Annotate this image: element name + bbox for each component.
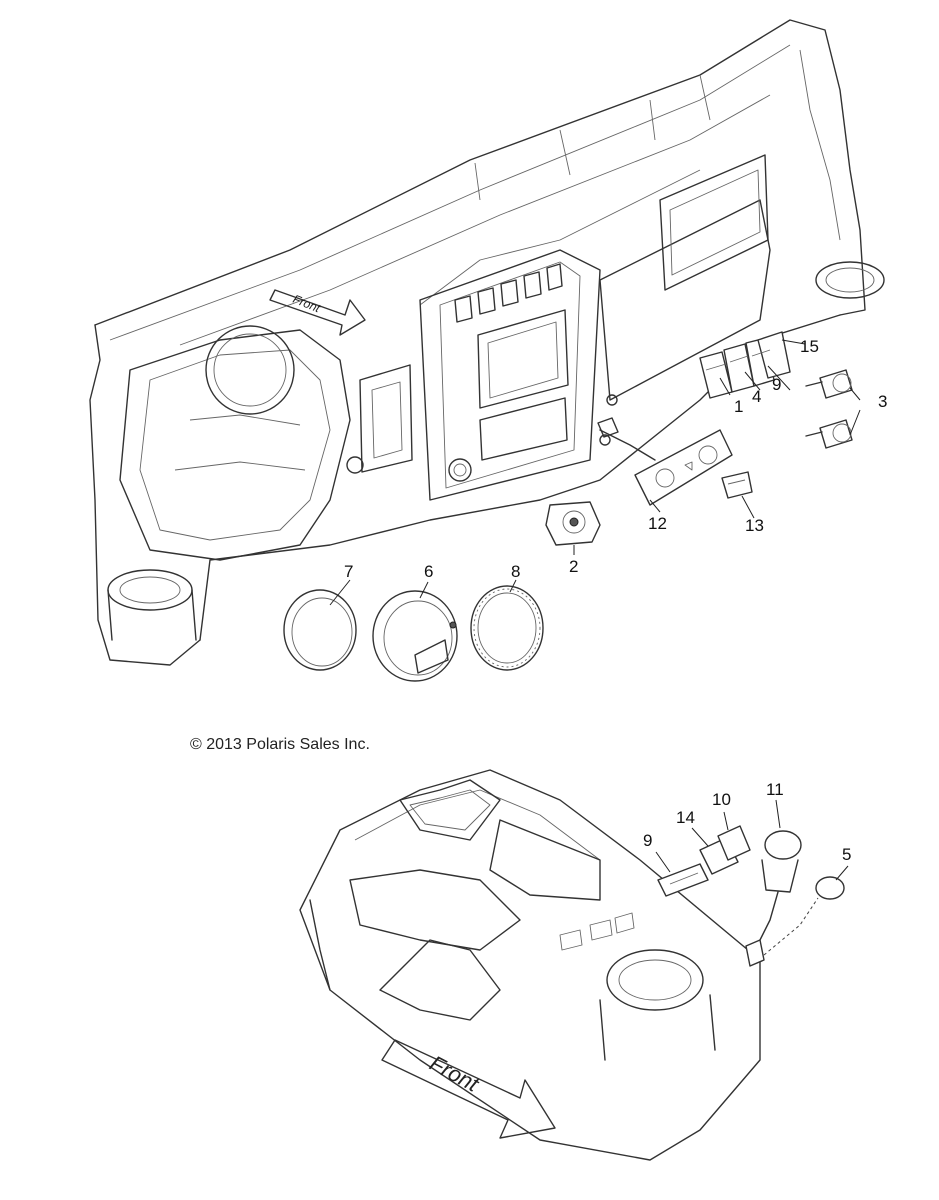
assembly-dashed-line — [763, 897, 819, 956]
callout-10: 10 — [712, 790, 731, 809]
callout-3: 3 — [878, 392, 887, 411]
part-7-bezel-ring — [283, 589, 357, 671]
callout-5: 5 — [842, 845, 851, 864]
callout-7: 7 — [344, 562, 353, 581]
front-label-upper: Front — [291, 292, 323, 316]
part-5-cap — [815, 876, 845, 900]
part-2-power-socket — [545, 501, 601, 546]
leader-lines-lower — [655, 799, 849, 881]
callout-15: 15 — [800, 337, 819, 356]
callout-6: 6 — [424, 562, 433, 581]
part-13-switch — [721, 471, 753, 499]
callout-11: 11 — [766, 780, 784, 799]
part-9-switch-lower — [657, 863, 709, 897]
part-3-power-points — [805, 369, 853, 449]
part-8-trim-ring — [470, 585, 544, 671]
switch-bank — [699, 331, 791, 399]
lower-console-assembly: Front — [299, 769, 761, 1161]
dashboard-panel-assembly: Front — [89, 19, 885, 666]
callout-4: 4 — [752, 387, 761, 406]
callout-1: 1 — [734, 397, 743, 416]
callout-14: 14 — [676, 808, 695, 827]
callout-12: 12 — [648, 514, 667, 533]
part-12-control-panel — [597, 417, 733, 506]
callout-8: 8 — [511, 562, 520, 581]
front-label-lower: Front — [426, 1050, 484, 1097]
part-11-ignition-switch — [745, 830, 802, 967]
callout-13: 13 — [745, 516, 764, 535]
copyright-notice: © 2013 Polaris Sales Inc. — [190, 736, 370, 753]
part-10-switch — [717, 825, 751, 861]
callout-9-lower: 9 — [643, 831, 652, 850]
leader-lines-upper — [329, 339, 861, 606]
callout-2: 2 — [569, 557, 578, 576]
part-6-gauge — [372, 590, 458, 682]
callout-9-upper: 9 — [772, 375, 781, 394]
